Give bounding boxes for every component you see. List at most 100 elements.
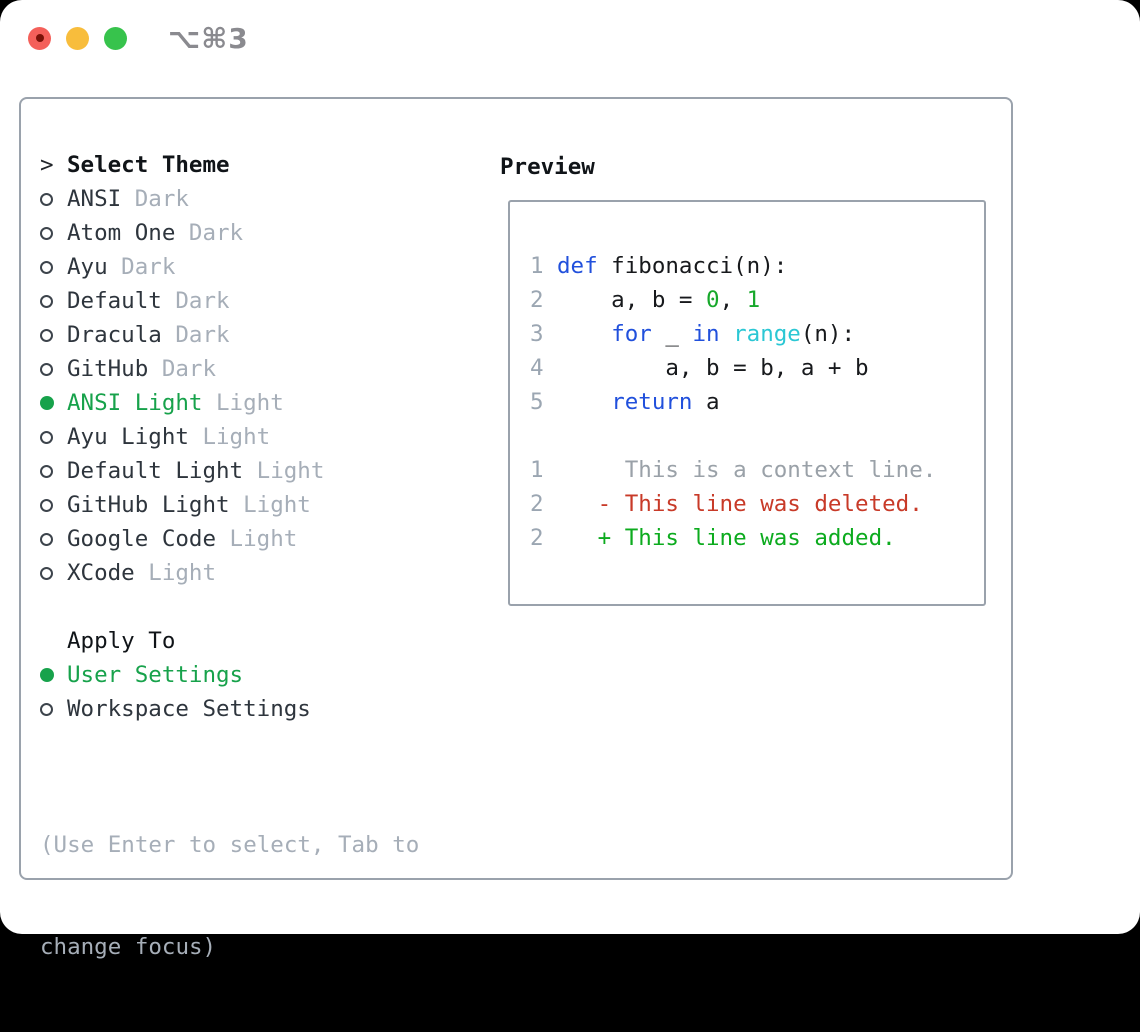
preview-header: Preview: [500, 154, 595, 180]
line-number: 2: [530, 287, 544, 313]
code-token-plain: [557, 491, 598, 517]
code-token-added: + This line was added.: [597, 525, 896, 551]
apply-option-user-settings[interactable]: User Settings: [40, 658, 419, 692]
select-theme-header-row: > Select Theme: [40, 148, 419, 182]
code-line: 4 a, b = b, a + b: [530, 351, 978, 385]
desktop: { "window": { "title": "⌥⌘3" }, "theme_p…: [0, 0, 1140, 960]
theme-option-google-code[interactable]: Google Code Light: [40, 522, 419, 556]
close-button[interactable]: [28, 26, 51, 50]
code-line: 2 + This line was added.: [530, 521, 978, 555]
code-token-plain: fibonacci(n):: [597, 253, 788, 279]
variant-label: Light: [216, 526, 298, 552]
theme-option-ayu-light[interactable]: Ayu Light Light: [40, 420, 419, 454]
theme-option-dracula[interactable]: Dracula Dark: [40, 318, 419, 352]
code-token-plain: [557, 389, 611, 415]
option-label: GitHub: [67, 356, 149, 382]
theme-option-github-light[interactable]: GitHub Light Light: [40, 488, 419, 522]
option-label: Google Code: [67, 526, 217, 552]
option-label: Ayu: [67, 254, 108, 280]
code-line: 1 This is a context line.: [530, 453, 978, 487]
theme-option-atom-one[interactable]: Atom One Dark: [40, 216, 419, 250]
theme-option-default[interactable]: Default Dark: [40, 284, 419, 318]
select-theme-label: Select Theme: [67, 152, 230, 178]
variant-label: Dark: [175, 220, 244, 246]
code-token-plain: [557, 525, 598, 551]
option-label: Dracula: [67, 322, 162, 348]
variant-label: Dark: [107, 254, 176, 280]
option-label: Ayu Light: [67, 424, 189, 450]
titlebar: ⌥⌘3: [28, 22, 249, 55]
radio-unselected-icon: [40, 226, 53, 240]
variant-label: Light: [243, 458, 325, 484]
code-token-plain: _: [651, 321, 693, 347]
variant-label: Light: [229, 492, 311, 518]
code-line: 2 - This line was deleted.: [530, 487, 978, 521]
window-title: ⌥⌘3: [168, 21, 249, 55]
variant-label: Light: [202, 390, 284, 416]
theme-option-ayu[interactable]: Ayu Dark: [40, 250, 419, 284]
prompt-caret-icon: >: [40, 152, 54, 178]
spacer: [40, 726, 419, 760]
apply-to-label: Apply To: [67, 628, 176, 654]
theme-option-github[interactable]: GitHub Dark: [40, 352, 419, 386]
code-token-literal: 0: [706, 287, 720, 313]
line-number: 1: [530, 457, 544, 483]
radio-selected-icon: [40, 668, 54, 682]
code-line: 5 return a: [530, 385, 978, 419]
apply-to-header-row: Apply To: [40, 624, 419, 658]
theme-option-ansi-light[interactable]: ANSI Light Light: [40, 386, 419, 420]
line-number: 3: [530, 321, 544, 347]
variant-label: Light: [134, 560, 217, 586]
theme-option-default-light[interactable]: Default Light Light: [40, 454, 419, 488]
apply-option-workspace-settings[interactable]: Workspace Settings: [40, 692, 419, 726]
code-token-plain: a, b =: [557, 287, 707, 313]
radio-unselected-icon: [40, 328, 53, 342]
option-label: ANSI Light: [67, 390, 203, 416]
radio-selected-icon: [40, 396, 54, 410]
option-label: Workspace Settings: [67, 696, 311, 722]
radio-unselected-icon: [40, 260, 53, 274]
radio-unselected-icon: [40, 362, 53, 376]
code-token-keyword: return: [611, 389, 693, 415]
code-token-plain: a, b = b, a + b: [557, 355, 869, 381]
variant-label: Dark: [161, 322, 230, 348]
code-token-plain: [720, 321, 734, 347]
radio-unselected-icon: [40, 430, 53, 444]
option-label: ANSI: [67, 186, 122, 212]
code-token-keyword: def: [557, 253, 598, 279]
code-token-keyword: for: [611, 321, 652, 347]
code-token-builtin: range: [733, 321, 801, 347]
theme-option-ansi[interactable]: ANSI Dark: [40, 182, 419, 216]
line-number: 2: [530, 525, 544, 551]
code-token-plain: a: [692, 389, 720, 415]
code-token-plain: (n):: [800, 321, 856, 347]
zoom-button[interactable]: [104, 26, 127, 50]
theme-option-xcode[interactable]: XCode Light: [40, 556, 419, 590]
option-label: GitHub Light: [67, 492, 230, 518]
code-token-deleted: - This line was deleted.: [597, 491, 923, 517]
line-number: 2: [530, 491, 544, 517]
line-number: 5: [530, 389, 544, 415]
radio-unselected-icon: [40, 192, 53, 206]
option-label: XCode: [67, 560, 135, 586]
option-label: User Settings: [67, 662, 244, 688]
option-label: Default: [67, 288, 162, 314]
radio-unselected-icon: [40, 294, 53, 308]
minimize-button[interactable]: [66, 26, 89, 50]
unsaved-changes-dot-icon: [35, 34, 44, 42]
variant-label: Dark: [161, 288, 230, 314]
radio-unselected-icon: [40, 702, 53, 716]
code-line: 2 a, b = 0, 1: [530, 283, 978, 317]
variant-label: Dark: [121, 186, 189, 212]
code-line: [530, 419, 978, 453]
radio-unselected-icon: [40, 532, 53, 546]
variant-label: Light: [188, 424, 271, 450]
